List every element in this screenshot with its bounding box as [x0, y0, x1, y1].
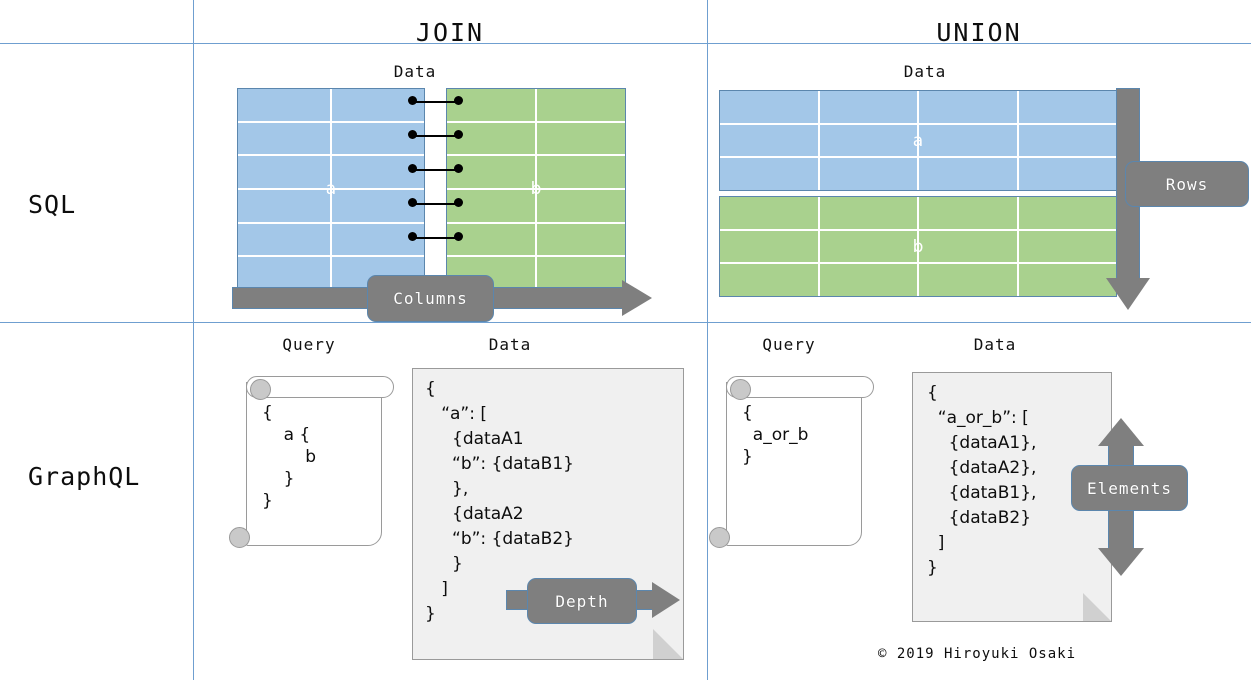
table-cell: [720, 197, 818, 229]
page-fold-corner: [653, 629, 683, 659]
arrow-head-up: [1098, 418, 1144, 446]
table-cell: [537, 223, 625, 256]
scroll-top-roll: [726, 376, 874, 398]
table-cell: [720, 264, 818, 296]
table-cell: [537, 156, 625, 188]
join-link: [412, 202, 458, 205]
table-cell: [819, 197, 917, 229]
table-cell: [537, 257, 625, 289]
table-cell: [537, 89, 625, 121]
graphql-union-query-text: { a_or_b }: [742, 403, 809, 467]
table-cell: [447, 156, 535, 188]
graphql-union-data-caption: Data: [973, 335, 1017, 354]
column-header-union: UNION: [936, 18, 1022, 47]
join-link: [412, 100, 458, 103]
table-cell: [819, 264, 917, 296]
table-cell: [447, 89, 535, 121]
table-cell: [1018, 264, 1116, 296]
sql-join-data-caption: Data: [393, 62, 437, 81]
arrow-head-down: [1098, 548, 1144, 576]
rows-badge: Rows: [1125, 161, 1249, 207]
page-fold-corner: [1083, 593, 1111, 621]
table-cell: [238, 223, 330, 256]
join-dot-right: [454, 232, 463, 241]
table-cell: [720, 230, 818, 263]
arrow-head: [622, 280, 652, 316]
scroll-roll-bottom: [709, 527, 730, 548]
table-cell: [720, 124, 818, 157]
table-cell: [238, 189, 330, 222]
table-cell: [1018, 124, 1116, 157]
table-cell: [238, 89, 330, 121]
graphql-join-query-scroll: { a { b } }: [228, 372, 398, 552]
grid-rule-middle: [0, 322, 1251, 323]
table-cell: [447, 189, 535, 222]
depth-badge: Depth: [527, 578, 637, 624]
columns-badge: Columns: [367, 275, 494, 322]
table-cell: [1018, 91, 1116, 123]
table-cell: [537, 189, 625, 222]
table-cell: [1018, 230, 1116, 263]
join-dot-right: [454, 96, 463, 105]
sql-union-table-a: a: [719, 90, 1117, 191]
table-cell: [919, 264, 1017, 296]
table-cell: [238, 257, 330, 289]
copyright-notice: © 2019 Hiroyuki Osaki: [878, 646, 1077, 662]
graphql-union-data-text: { “a_or_b”: [ {dataA1}, {dataA2}, {dataB…: [927, 383, 1037, 578]
scroll-body: [246, 382, 382, 546]
row-header-sql: SQL: [28, 190, 77, 219]
graphql-union-query-caption: Query: [762, 335, 816, 354]
join-link: [412, 168, 458, 171]
table-cell: [332, 156, 424, 188]
table-cell: [919, 124, 1017, 157]
grid-rule-left: [193, 0, 194, 680]
table-cell: [919, 91, 1017, 123]
table-cell: [819, 91, 917, 123]
table-cell: [720, 158, 818, 190]
table-cell: [537, 122, 625, 155]
table-cell: [819, 124, 917, 157]
table-cell: [919, 197, 1017, 229]
table-cell: [238, 156, 330, 188]
table-cell: [1018, 158, 1116, 190]
table-cell: [819, 230, 917, 263]
grid-rule-top: [0, 43, 1251, 44]
table-cell: [332, 122, 424, 155]
table-cell: [819, 158, 917, 190]
table-cell: [447, 122, 535, 155]
table-cell: [1018, 197, 1116, 229]
scroll-roll-bottom: [229, 527, 250, 548]
join-link: [412, 236, 458, 239]
grid-rule-center: [707, 0, 708, 680]
arrow-head: [652, 582, 680, 618]
graphql-join-data-text: { “a”: [ {dataA1 “b”: {dataB1} }, {dataA…: [425, 379, 574, 624]
sql-union-table-b: b: [719, 196, 1117, 297]
join-dot-right: [454, 198, 463, 207]
graphql-join-data-caption: Data: [488, 335, 532, 354]
join-dot-right: [454, 130, 463, 139]
join-dot-right: [454, 164, 463, 173]
row-header-graphql: GraphQL: [28, 462, 141, 491]
arrow-head: [1106, 278, 1150, 310]
join-link: [412, 134, 458, 137]
scroll-roll-top: [250, 379, 271, 400]
graphql-join-query-text: { a { b } }: [262, 403, 317, 511]
graphql-join-query-caption: Query: [282, 335, 336, 354]
table-cell: [332, 89, 424, 121]
scroll-top-roll: [246, 376, 394, 398]
elements-badge: Elements: [1071, 465, 1188, 511]
table-cell: [238, 122, 330, 155]
sql-join-table-a: a: [237, 88, 425, 290]
scroll-roll-top: [730, 379, 751, 400]
table-cell: [720, 91, 818, 123]
sql-join-table-b: b: [446, 88, 626, 290]
table-cell: [919, 158, 1017, 190]
sql-union-data-caption: Data: [903, 62, 947, 81]
column-header-join: JOIN: [415, 18, 485, 47]
graphql-union-query-scroll: { a_or_b }: [708, 372, 878, 552]
table-cell: [919, 230, 1017, 263]
